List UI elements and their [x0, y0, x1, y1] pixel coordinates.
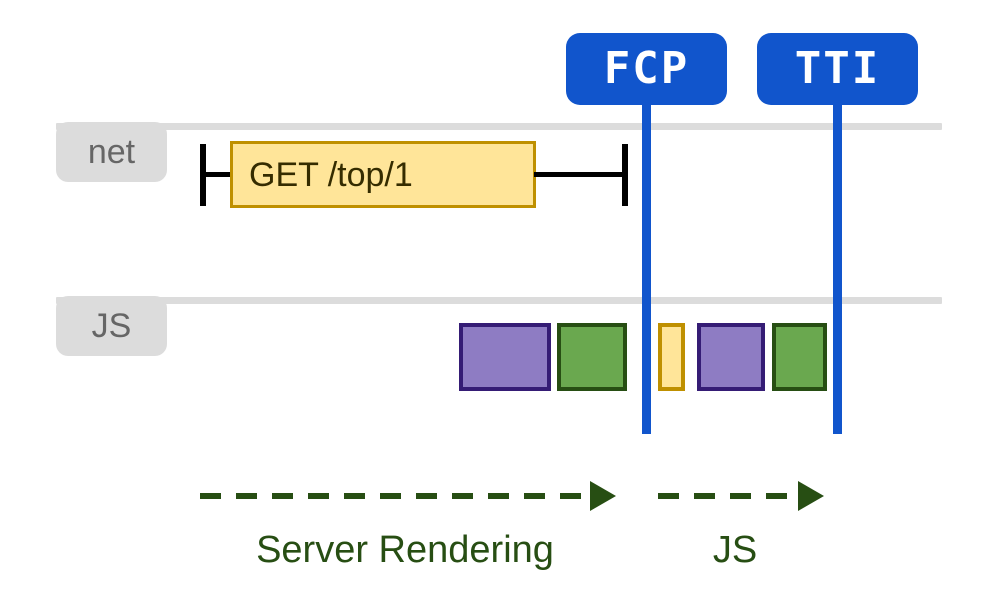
js-lane-rail: [56, 297, 942, 304]
network-request-bar[interactable]: GET /top/1: [230, 141, 536, 208]
request-left-whisker: [204, 172, 236, 177]
js-phase-label: JS: [640, 531, 830, 569]
js-lane-badge: JS: [56, 296, 167, 356]
net-lane-label: net: [87, 133, 136, 171]
request-right-whisker: [534, 172, 626, 177]
fcp-marker-badge[interactable]: FCP: [566, 33, 727, 105]
tti-marker-badge[interactable]: TTI: [757, 33, 918, 105]
js-phase-arrow-line: [658, 493, 798, 499]
server-rendering-phase-text: Server Rendering: [256, 529, 554, 571]
tti-marker-stem: [833, 100, 842, 130]
js-lane-label: JS: [91, 307, 132, 345]
server-rendering-phase-label: Server Rendering: [180, 531, 630, 569]
request-end-cap: [622, 144, 628, 206]
net-lane-badge: net: [56, 122, 167, 182]
server-rendering-arrow-head: [590, 481, 616, 511]
network-request-label: GET /top/1: [249, 155, 413, 194]
js-task-block[interactable]: [557, 323, 627, 391]
fcp-marker-line: [642, 123, 651, 434]
js-task-block[interactable]: [459, 323, 551, 391]
js-phase-arrow-head: [798, 481, 824, 511]
tti-marker-label: TTI: [794, 43, 881, 94]
fcp-marker-stem: [642, 100, 651, 130]
js-phase-text: JS: [712, 529, 758, 571]
fcp-marker-label: FCP: [603, 43, 690, 94]
js-task-block[interactable]: [697, 323, 765, 391]
tti-marker-line: [833, 123, 842, 434]
request-start-cap: [200, 144, 206, 206]
js-task-block[interactable]: [772, 323, 827, 391]
server-rendering-arrow-line: [200, 493, 590, 499]
js-task-block[interactable]: [658, 323, 685, 391]
net-lane-rail: [56, 123, 942, 130]
